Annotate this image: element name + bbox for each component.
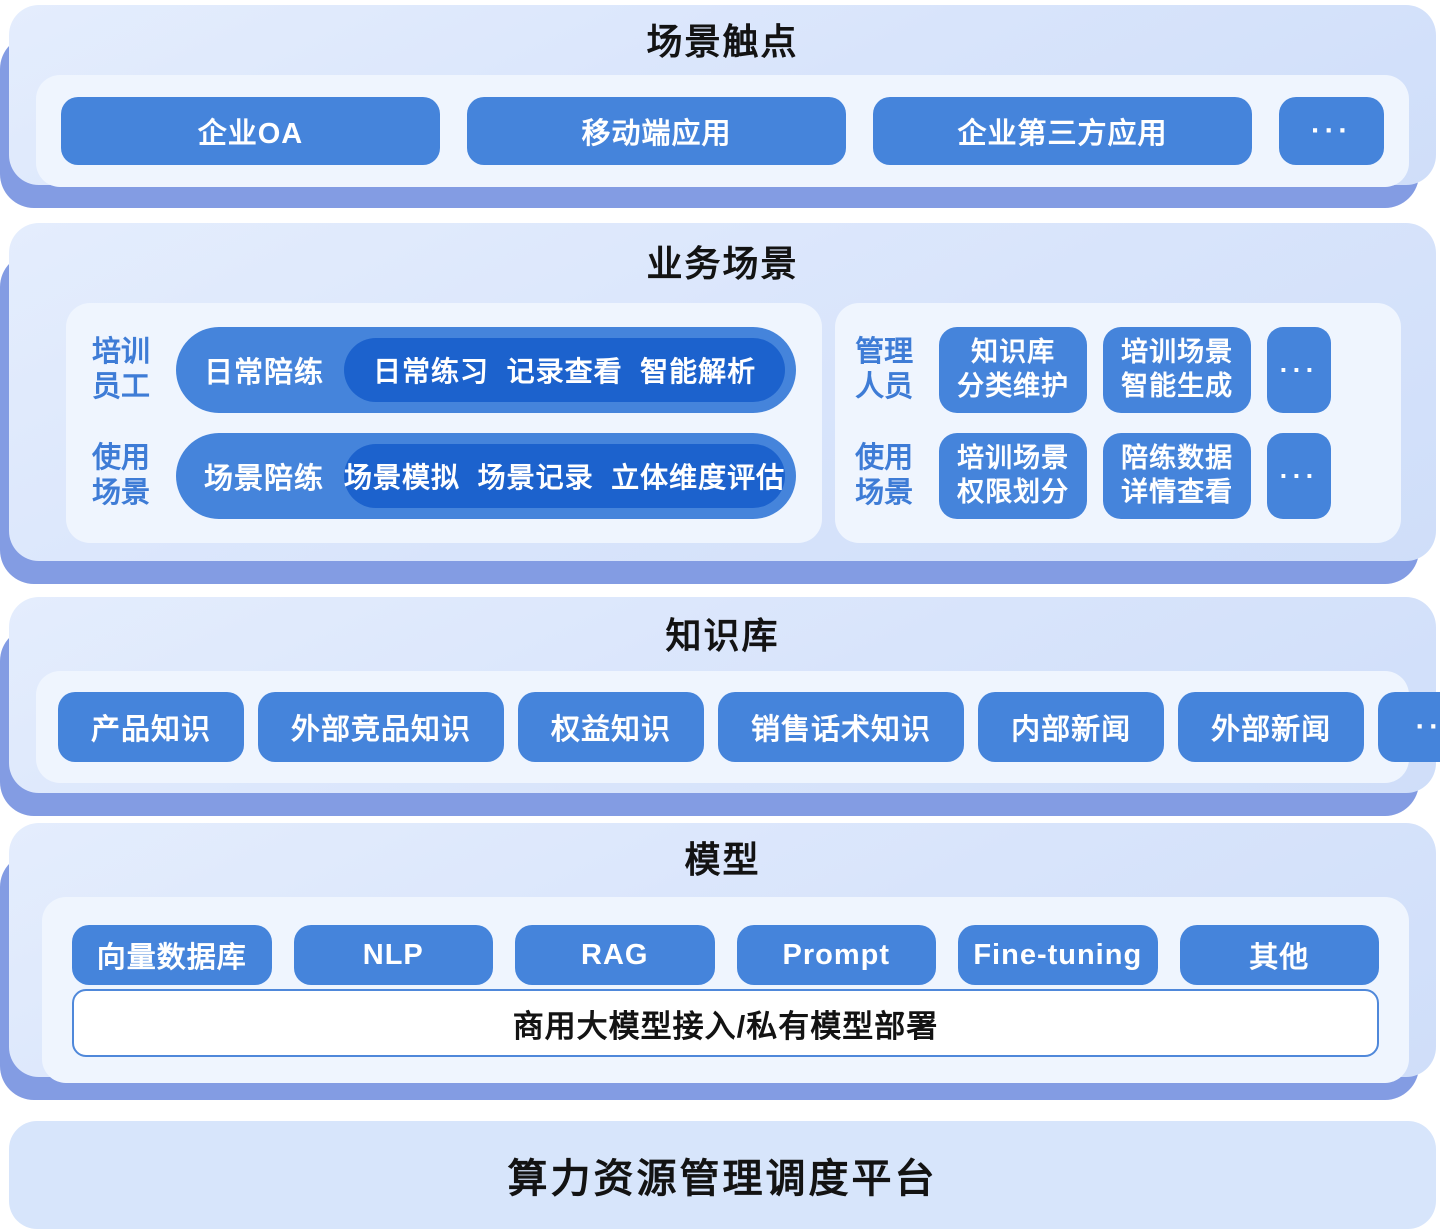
knowledge-more-button[interactable]: ··· bbox=[1378, 692, 1440, 762]
manager-scenarios-panel: 管理 人员 知识库 分类维护 培训场景 智能生成 ··· 使用 场景 培训场景 … bbox=[835, 303, 1401, 543]
knowledge-button[interactable]: 外部竞品知识 bbox=[258, 692, 505, 762]
knowledge-title: 知识库 bbox=[665, 615, 780, 656]
touchpoints-panel: 场景触点 企业OA 移动端应用 企业第三方应用 ··· bbox=[9, 5, 1436, 187]
knowledge-button[interactable]: 销售话术知识 bbox=[718, 692, 965, 762]
touchpoint-button[interactable]: 移动端应用 bbox=[467, 97, 846, 165]
touchpoints-title: 场景触点 bbox=[646, 21, 799, 62]
section-model: 模型 向量数据库 NLP RAG Prompt Fine-tuning 其他 商… bbox=[0, 823, 1436, 1100]
compute-platform-bar: 算力资源管理调度平台 bbox=[9, 1121, 1436, 1229]
model-button-row: 向量数据库 NLP RAG Prompt Fine-tuning 其他 bbox=[72, 925, 1379, 985]
daily-training-pill[interactable]: 日常陪练 日常练习 记录查看 智能解析 bbox=[176, 327, 797, 413]
staff-role-label: 培训 员工 bbox=[92, 335, 151, 403]
section-knowledge-base: 知识库 产品知识 外部竞品知识 权益知识 销售话术知识 内部新闻 外部新闻 ··… bbox=[0, 597, 1440, 816]
model-button[interactable]: RAG bbox=[515, 925, 715, 985]
section-touchpoints: 场景触点 企业OA 移动端应用 企业第三方应用 ··· bbox=[0, 5, 1436, 208]
manager-feature-button[interactable]: 培训场景 智能生成 bbox=[1103, 327, 1252, 413]
pill-detail: 场景模拟 场景记录 立体维度评估 bbox=[344, 444, 786, 508]
manager-feature-button[interactable]: 陪练数据 详情查看 bbox=[1103, 433, 1252, 519]
staff-row-scene: 使用 场景 场景陪练 场景模拟 场景记录 立体维度评估 bbox=[92, 433, 797, 519]
manager-more-button[interactable]: ··· bbox=[1267, 433, 1332, 519]
knowledge-button-row: 产品知识 外部竞品知识 权益知识 销售话术知识 内部新闻 外部新闻 ··· bbox=[36, 671, 1440, 783]
model-button[interactable]: 向量数据库 bbox=[72, 925, 272, 985]
manager-feature-button[interactable]: 知识库 分类维护 bbox=[939, 327, 1088, 413]
pill-detail: 日常练习 记录查看 智能解析 bbox=[344, 338, 786, 402]
model-button[interactable]: 其他 bbox=[1179, 925, 1379, 985]
touchpoint-button[interactable]: 企业第三方应用 bbox=[873, 97, 1252, 165]
model-button[interactable]: Fine-tuning bbox=[958, 925, 1158, 985]
knowledge-button[interactable]: 产品知识 bbox=[58, 692, 245, 762]
knowledge-button[interactable]: 外部新闻 bbox=[1178, 692, 1365, 762]
knowledge-button[interactable]: 内部新闻 bbox=[978, 692, 1165, 762]
model-button[interactable]: Prompt bbox=[736, 925, 936, 985]
model-access-bar: 商用大模型接入/私有模型部署 bbox=[72, 989, 1379, 1057]
staff-row-daily: 培训 员工 日常陪练 日常练习 记录查看 智能解析 bbox=[92, 327, 797, 413]
manager-role-label: 管理 人员 bbox=[855, 335, 914, 403]
touchpoint-button[interactable]: 企业OA bbox=[61, 97, 440, 165]
scene-training-pill[interactable]: 场景陪练 场景模拟 场景记录 立体维度评估 bbox=[176, 433, 797, 519]
touchpoints-more-button[interactable]: ··· bbox=[1279, 97, 1384, 165]
business-panel: 业务场景 培训 员工 日常陪练 日常练习 记录查看 智能解析 使用 场景 场景陪… bbox=[9, 223, 1436, 561]
model-title: 模型 bbox=[684, 839, 761, 880]
manager-feature-button[interactable]: 培训场景 权限划分 bbox=[939, 433, 1088, 519]
manager-row-2: 使用 场景 培训场景 权限划分 陪练数据 详情查看 ··· bbox=[855, 433, 1381, 519]
knowledge-panel: 知识库 产品知识 外部竞品知识 权益知识 销售话术知识 内部新闻 外部新闻 ··… bbox=[9, 597, 1440, 793]
knowledge-button[interactable]: 权益知识 bbox=[518, 692, 705, 762]
business-title: 业务场景 bbox=[646, 243, 799, 284]
manager-row-1: 管理 人员 知识库 分类维护 培训场景 智能生成 ··· bbox=[855, 327, 1381, 413]
section-business-scenarios: 业务场景 培训 员工 日常陪练 日常练习 记录查看 智能解析 使用 场景 场景陪… bbox=[0, 223, 1436, 584]
manager-more-button[interactable]: ··· bbox=[1267, 327, 1332, 413]
model-panel: 模型 向量数据库 NLP RAG Prompt Fine-tuning 其他 商… bbox=[9, 823, 1436, 1083]
pill-label: 日常陪练 bbox=[204, 357, 325, 389]
manager-role-label: 使用 场景 bbox=[855, 441, 914, 509]
model-button[interactable]: NLP bbox=[293, 925, 493, 985]
business-content-row: 培训 员工 日常陪练 日常练习 记录查看 智能解析 使用 场景 场景陪练 场景模… bbox=[66, 303, 1401, 543]
touchpoints-button-row: 企业OA 移动端应用 企业第三方应用 ··· bbox=[36, 75, 1409, 187]
model-inner-panel: 向量数据库 NLP RAG Prompt Fine-tuning 其他 商用大模… bbox=[42, 897, 1409, 1083]
pill-label: 场景陪练 bbox=[204, 463, 325, 495]
staff-scenarios-panel: 培训 员工 日常陪练 日常练习 记录查看 智能解析 使用 场景 场景陪练 场景模… bbox=[66, 303, 823, 543]
staff-role-label: 使用 场景 bbox=[92, 441, 151, 509]
